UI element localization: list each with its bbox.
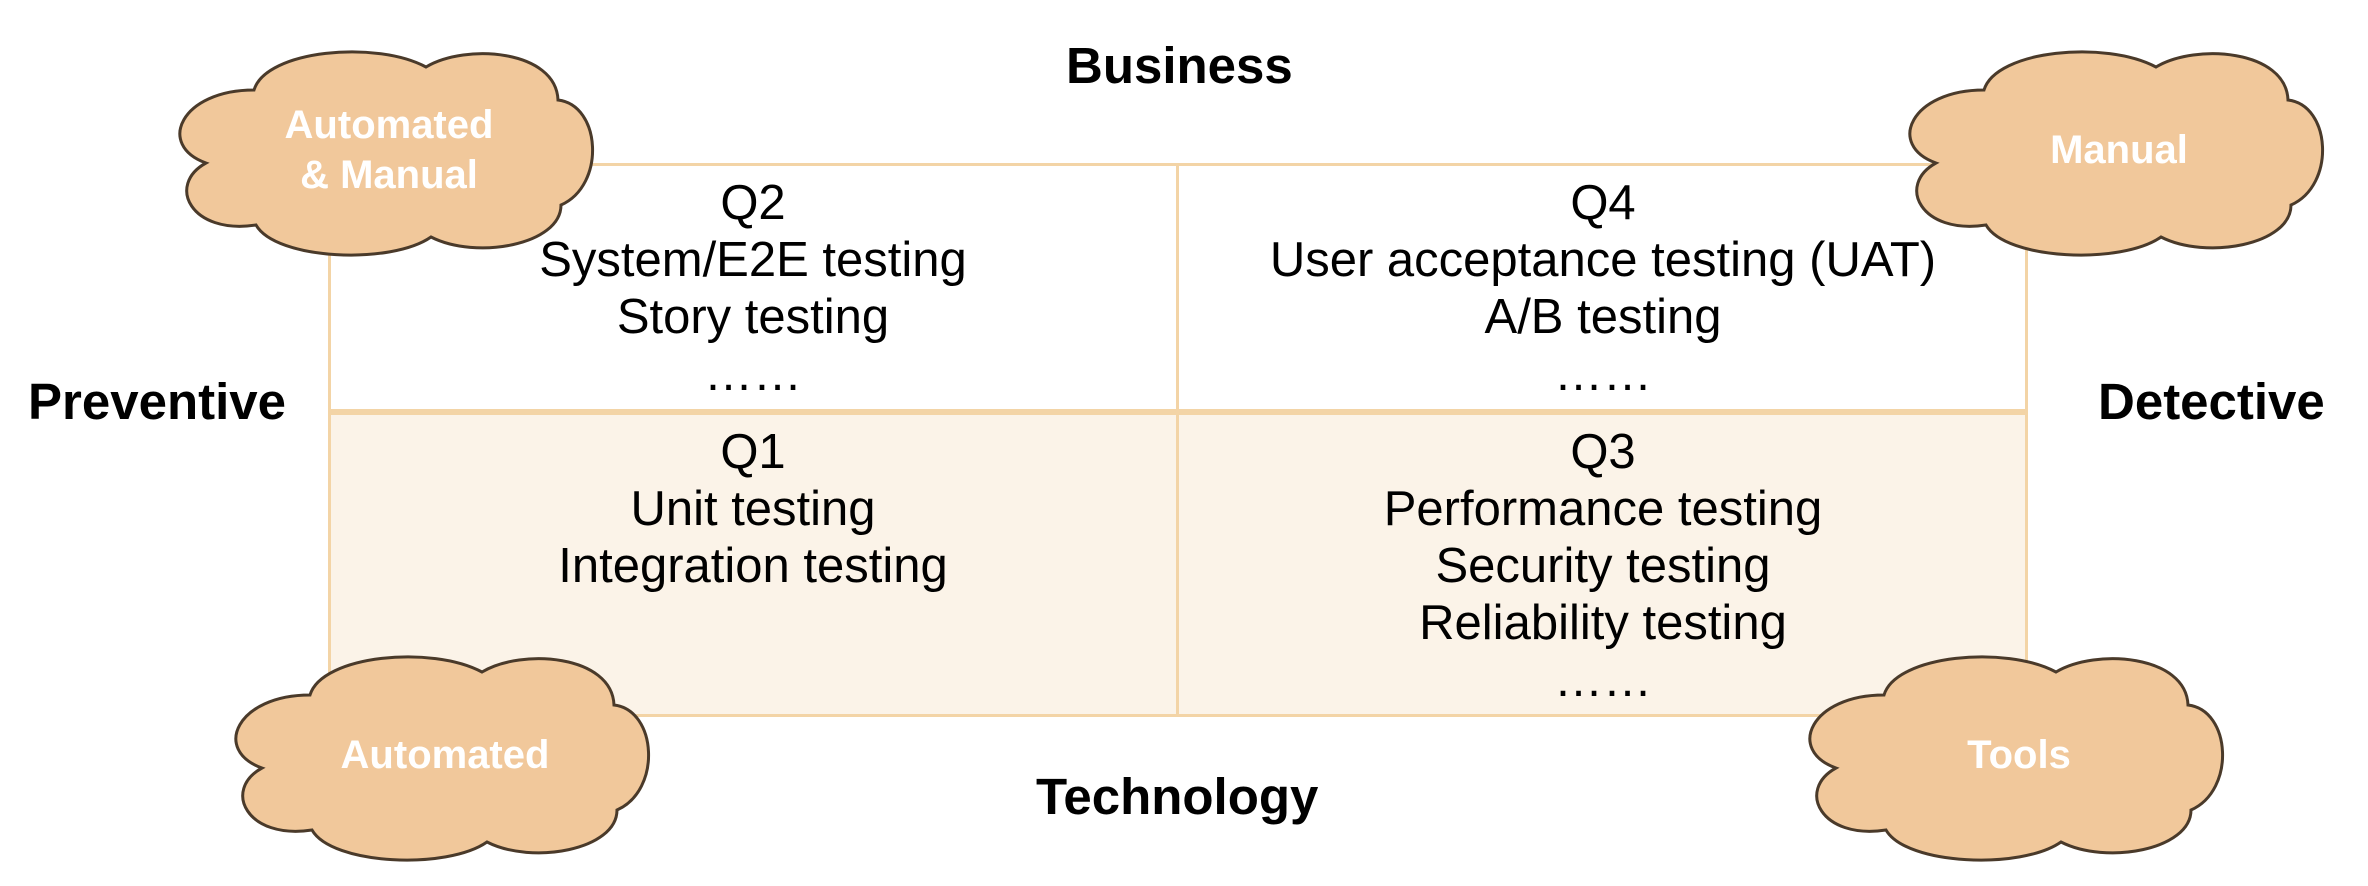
cloud-icon [178, 50, 594, 257]
quadrant-q3-ellipsis: …… [1554, 653, 1652, 707]
cloud-label: Automated & Manual [284, 103, 494, 197]
quadrant-q4-item: A/B testing [1484, 290, 1722, 344]
quadrant-q4-item: User acceptance testing (UAT) [1269, 233, 1937, 287]
cloud-tools: Tools [1806, 650, 2232, 862]
cloud-automated-manual: Automated & Manual [176, 45, 602, 257]
quadrant-q2-ellipsis: …… [704, 347, 802, 401]
quadrant-q3-title: Q3 [1570, 425, 1636, 479]
cloud-automated: Automated [232, 650, 658, 862]
cloud-shape [1908, 50, 2324, 257]
quadrant-q2-item: System/E2E testing [539, 233, 967, 287]
quadrant-q2-title: Q2 [720, 176, 786, 230]
cloud-manual: Manual [1906, 45, 2332, 257]
cloud-icon [1808, 655, 2224, 862]
cloud-label: Tools [1967, 733, 2071, 777]
quadrant-q1-title: Q1 [720, 425, 786, 479]
quadrant-q1-item: Unit testing [630, 482, 876, 536]
grid-divider-vertical [1176, 163, 1179, 717]
quadrant-q2-item: Story testing [616, 290, 890, 344]
cloud-shape [1808, 655, 2224, 862]
quadrant-q3-item: Reliability testing [1419, 596, 1787, 650]
quadrant-q4-title: Q4 [1570, 176, 1636, 230]
cloud-icon [1908, 50, 2324, 257]
quadrant-q4-ellipsis: …… [1554, 347, 1652, 401]
cloud-label: Automated [340, 733, 550, 777]
quadrant-q3: Q3 Performance testing Security testing … [1178, 412, 2028, 717]
quadrant-q4: Q4 User acceptance testing (UAT) A/B tes… [1178, 163, 2028, 412]
quadrant-q3-item: Security testing [1435, 539, 1771, 593]
quadrant-q2: Q2 System/E2E testing Story testing …… [328, 163, 1178, 412]
cloud-shape [178, 50, 594, 257]
quadrant-q1-item: Integration testing [558, 539, 948, 593]
axis-label-business: Business [1066, 37, 1293, 94]
cloud-shape [234, 655, 650, 862]
cloud-label: Manual [2050, 128, 2188, 172]
axis-label-technology: Technology [1036, 768, 1319, 825]
grid-border-left [328, 163, 331, 717]
axis-label-preventive: Preventive [28, 373, 286, 430]
quadrant-q3-item: Performance testing [1383, 482, 1823, 536]
quadrant-grid: Q2 System/E2E testing Story testing …… Q… [328, 163, 2028, 717]
cloud-icon [234, 655, 650, 862]
grid-border-right [2025, 163, 2028, 717]
axis-label-detective: Detective [2098, 373, 2325, 430]
